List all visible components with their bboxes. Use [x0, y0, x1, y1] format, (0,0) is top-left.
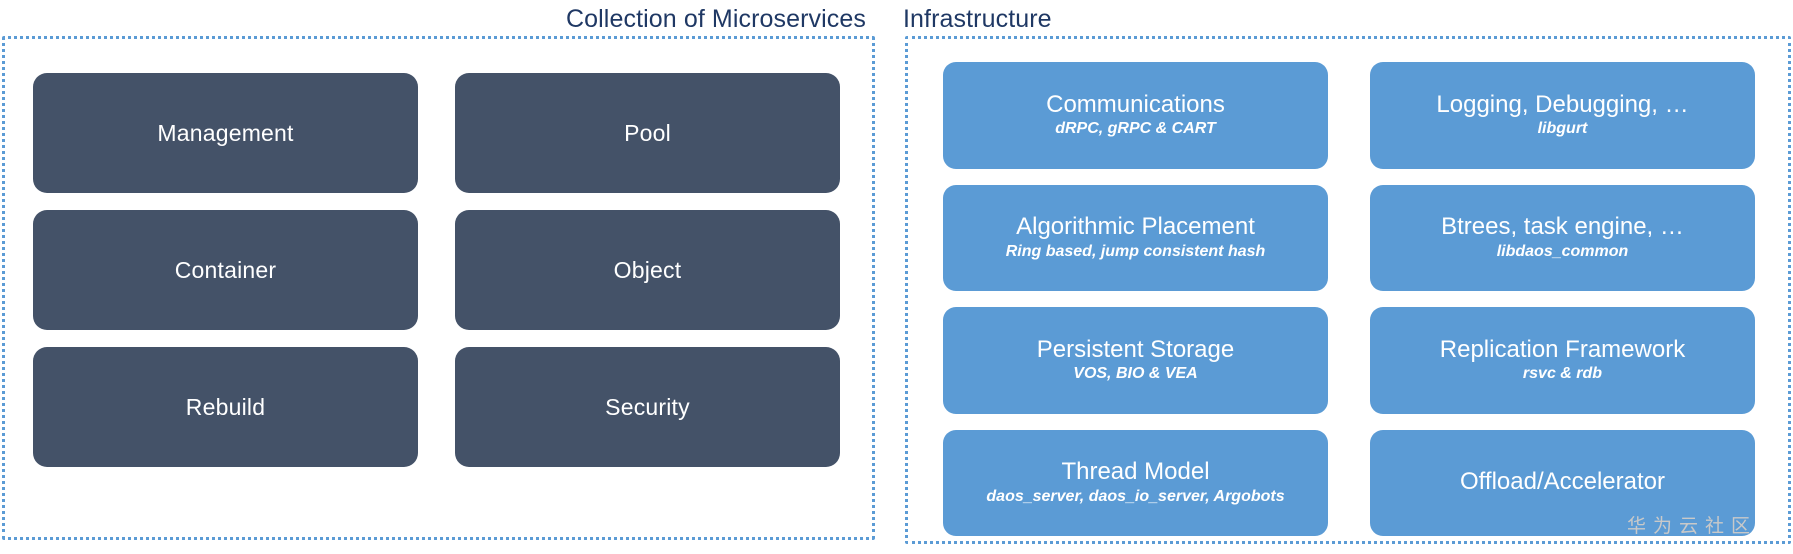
infrastructure-box-title: Logging, Debugging, …	[1436, 90, 1689, 118]
infrastructure-box-subtitle: libdaos_common	[1496, 242, 1629, 260]
infrastructure-box-subtitle: rsvc & rdb	[1522, 365, 1603, 383]
infrastructure-box-logging-debugging[interactable]: Logging, Debugging, … libgurt	[1370, 62, 1755, 169]
microservice-box-label: Management	[157, 119, 294, 146]
panel-title-infrastructure: Infrastructure	[903, 5, 1052, 33]
microservice-box-rebuild[interactable]: Rebuild	[33, 347, 418, 467]
microservice-box-label: Security	[605, 393, 690, 420]
infrastructure-box-algorithmic-placement[interactable]: Algorithmic Placement Ring based, jump c…	[943, 184, 1328, 291]
infrastructure-box-persistent-storage[interactable]: Persistent Storage VOS, BIO & VEA	[943, 307, 1328, 414]
microservice-box-label: Container	[174, 256, 277, 283]
infrastructure-box-subtitle: daos_server, daos_io_server, Argobots	[986, 487, 1285, 505]
infrastructure-box-title: Thread Model	[1061, 458, 1210, 486]
microservice-box-label: Object	[613, 256, 682, 283]
infrastructure-box-subtitle: Ring based, jump consistent hash	[1005, 242, 1266, 260]
microservice-box-pool[interactable]: Pool	[455, 73, 840, 193]
infrastructure-box-title: Offload/Accelerator	[1460, 468, 1665, 496]
watermark: 华为云社区	[1626, 516, 1757, 537]
infrastructure-box-title: Communications	[1046, 90, 1225, 118]
infrastructure-box-title: Persistent Storage	[1036, 335, 1235, 363]
infrastructure-box-btrees-task-engine[interactable]: Btrees, task engine, … libdaos_common	[1370, 184, 1755, 291]
infrastructure-box-replication-framework[interactable]: Replication Framework rsvc & rdb	[1370, 307, 1755, 414]
microservice-box-management[interactable]: Management	[33, 73, 418, 193]
infrastructure-grid: Communications dRPC, gRPC & CART Logging…	[943, 62, 1755, 536]
infrastructure-box-subtitle: dRPC, gRPC & CART	[1055, 120, 1216, 138]
panel-title-microservices: Collection of Microservices	[566, 5, 867, 33]
microservice-box-label: Pool	[624, 119, 671, 146]
infrastructure-box-title: Algorithmic Placement	[1016, 213, 1255, 241]
microservice-box-object[interactable]: Object	[455, 210, 840, 330]
infrastructure-box-title: Btrees, task engine, …	[1441, 213, 1684, 241]
infrastructure-box-title: Replication Framework	[1439, 335, 1686, 363]
infrastructure-box-subtitle: VOS, BIO & VEA	[1073, 365, 1198, 383]
microservice-box-security[interactable]: Security	[455, 347, 840, 467]
microservice-box-container[interactable]: Container	[33, 210, 418, 330]
infrastructure-box-offload-accelerator[interactable]: Offload/Accelerator	[1370, 429, 1755, 536]
infrastructure-box-thread-model[interactable]: Thread Model daos_server, daos_io_server…	[943, 429, 1328, 536]
infrastructure-box-communications[interactable]: Communications dRPC, gRPC & CART	[943, 62, 1328, 169]
microservice-box-label: Rebuild	[185, 393, 266, 420]
microservices-grid: Management Pool Container Object Rebuild…	[33, 73, 840, 467]
infrastructure-box-subtitle: libgurt	[1537, 120, 1588, 138]
